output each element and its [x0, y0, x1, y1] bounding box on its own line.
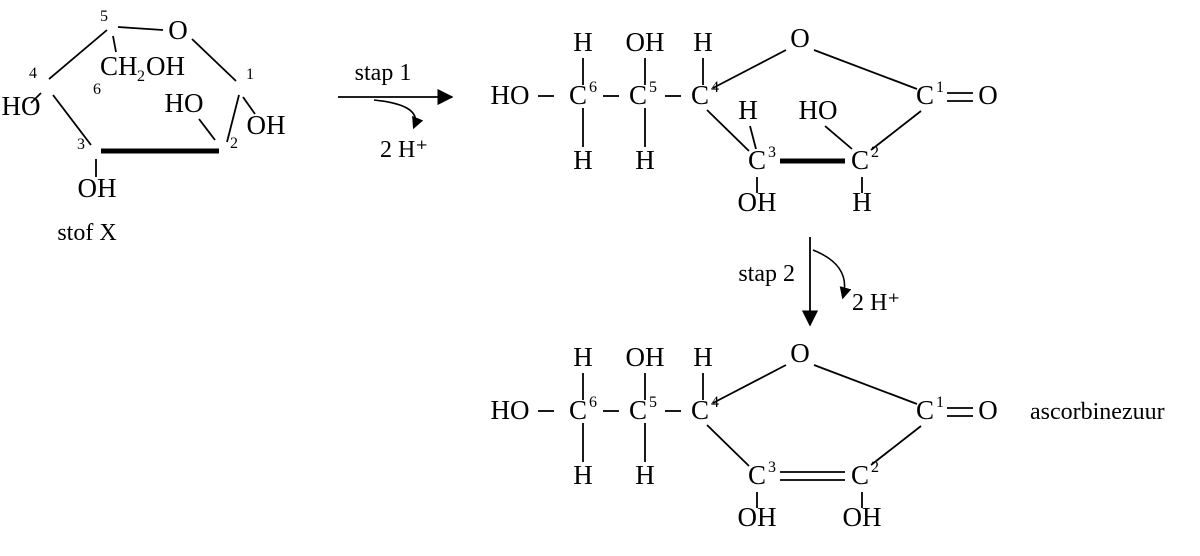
- bond: [30, 92, 42, 104]
- hydroxyl-label: HO: [165, 88, 204, 118]
- intermediate-bonds: [538, 49, 973, 193]
- atom-number: 3: [77, 136, 85, 153]
- atom-H: H: [573, 342, 593, 372]
- step2-arrow-group: stap 2 2 H⁺: [738, 237, 900, 327]
- atom-H: H: [573, 27, 593, 57]
- bond: [112, 35, 117, 53]
- product-bonds: [538, 364, 973, 508]
- bond: [706, 424, 750, 467]
- bond: [191, 38, 237, 82]
- carbonyl-oxygen-label: O: [978, 80, 998, 110]
- bond: [198, 118, 216, 141]
- atom-number: 2: [871, 459, 879, 476]
- atom-H: H: [693, 342, 713, 372]
- bond: [52, 94, 92, 146]
- atom-number: 4: [711, 394, 719, 411]
- hydroxyl-label: HO: [491, 395, 530, 425]
- atom-number: 3: [768, 459, 776, 476]
- atom-number: 2: [230, 135, 238, 152]
- bond: [706, 109, 750, 152]
- atom-C: C: [569, 395, 587, 425]
- bond: [870, 425, 922, 466]
- bond: [749, 125, 757, 150]
- atom-C: C: [569, 80, 587, 110]
- atom-C: C: [691, 80, 709, 110]
- bond: [242, 96, 256, 115]
- product-structure-ascorbinezuur: H OH H O HO C 6 C 5 C 4 C 1 O C 3 C 2 H …: [491, 338, 1165, 532]
- atom-number: 5: [649, 79, 657, 96]
- ch2oh-oh-label: OH: [146, 51, 185, 81]
- bond: [226, 94, 240, 143]
- hydroxyl-label: HO: [491, 80, 530, 110]
- bond: [117, 26, 164, 31]
- atom-number: 1: [936, 394, 944, 411]
- ch2oh-group-label: CH: [100, 51, 138, 81]
- atom-number: 2: [871, 144, 879, 161]
- ring-oxygen-label: O: [168, 15, 188, 45]
- step1-label: stap 1: [355, 60, 412, 86]
- atom-C: C: [851, 145, 869, 175]
- atom-number: 4: [711, 79, 719, 96]
- bond: [712, 49, 787, 89]
- atom-number: 6: [589, 79, 597, 96]
- atom-C: C: [691, 395, 709, 425]
- atom-number: 5: [649, 394, 657, 411]
- ring-oxygen-label: O: [790, 338, 810, 368]
- hydroxyl-label: HO: [799, 95, 838, 125]
- bond: [870, 110, 922, 151]
- atom-C: C: [629, 395, 647, 425]
- ch2oh-subscript: 2: [137, 68, 145, 85]
- hydroxyl-label: HO: [2, 91, 41, 121]
- step2-byproduct-arrow: [812, 249, 852, 300]
- atom-number: 3: [768, 144, 776, 161]
- reactant-name: stof X: [57, 220, 116, 246]
- atom-number: 1: [246, 66, 254, 83]
- hydroxyl-label: OH: [738, 502, 777, 532]
- bond: [48, 29, 108, 80]
- bond: [813, 364, 918, 405]
- atom-C: C: [629, 80, 647, 110]
- atom-H: H: [852, 187, 872, 217]
- atom-C: C: [916, 395, 934, 425]
- hydroxyl-label: OH: [843, 502, 882, 532]
- step1-byproduct-arrow: [373, 99, 424, 130]
- hydroxyl-label: OH: [78, 173, 117, 203]
- carbonyl-oxygen-label: O: [978, 395, 998, 425]
- hydroxyl-label: OH: [626, 342, 665, 372]
- atom-C: C: [748, 145, 766, 175]
- atom-number: 6: [93, 81, 101, 98]
- bond: [813, 49, 918, 90]
- atom-C: C: [916, 80, 934, 110]
- intermediate-structure: H OH H O HO C 6 C 5 C 4 H HO C 1 O C 3 C…: [491, 23, 998, 217]
- ring-oxygen-label: O: [790, 23, 810, 53]
- bond: [824, 125, 853, 150]
- bond: [712, 364, 787, 404]
- atom-number: 6: [589, 394, 597, 411]
- atom-number: 1: [936, 79, 944, 96]
- atom-H: H: [693, 27, 713, 57]
- hydroxyl-label: OH: [247, 110, 286, 140]
- atom-H: H: [635, 145, 655, 175]
- pyranose-ring-bonds: [30, 26, 256, 177]
- product-name: ascorbinezuur: [1030, 399, 1165, 425]
- atom-C: C: [851, 460, 869, 490]
- atom-H: H: [573, 145, 593, 175]
- atom-H: H: [738, 95, 758, 125]
- hydroxyl-label: OH: [738, 187, 777, 217]
- reactant-structure-stof-x: O 5 6 4 3 2 1 CH 2 OH HO OH HO OH stof X: [2, 8, 286, 246]
- atom-number: 5: [100, 8, 108, 25]
- step2-byproduct: 2 H⁺: [852, 290, 900, 316]
- step1-byproduct: 2 H⁺: [380, 137, 428, 163]
- atom-H: H: [573, 460, 593, 490]
- atom-C: C: [748, 460, 766, 490]
- atom-H: H: [635, 460, 655, 490]
- hydroxyl-label: OH: [626, 27, 665, 57]
- step2-label: stap 2: [738, 261, 795, 287]
- step1-arrow-group: stap 1 2 H⁺: [338, 60, 454, 163]
- atom-number: 4: [29, 65, 37, 82]
